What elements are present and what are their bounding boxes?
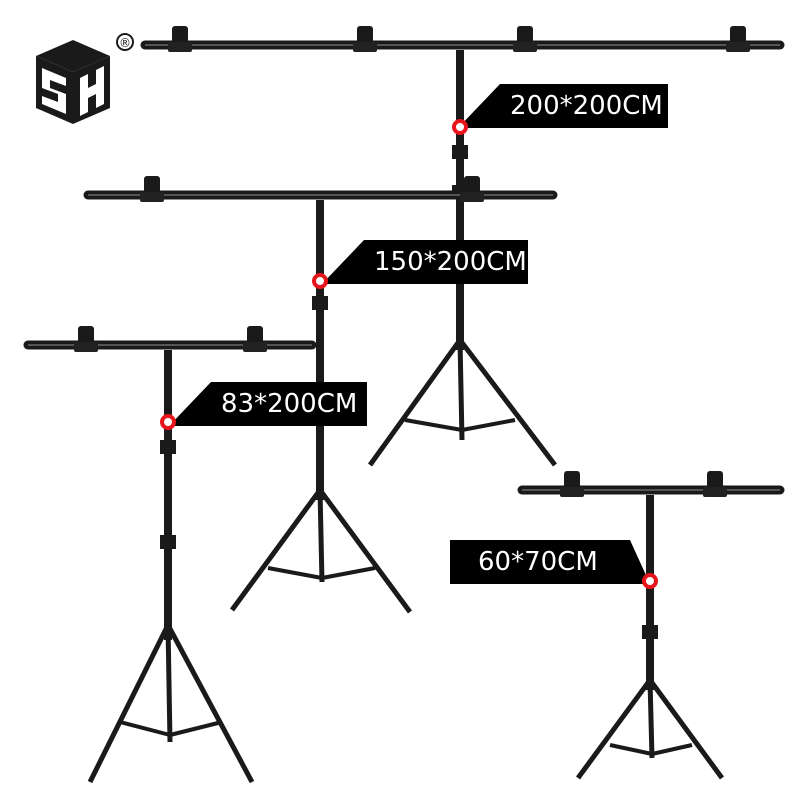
- backdrop-clip-icon: [560, 471, 584, 497]
- backdrop-clip-icon: [140, 176, 164, 202]
- brand-logo: ®: [36, 33, 134, 124]
- backdrop-clip-icon: [726, 26, 750, 52]
- backdrop-clip-icon: [703, 471, 727, 497]
- stand-60x70: [517, 485, 785, 780]
- backdrop-clip-icon: [74, 326, 98, 352]
- backdrop-clip-icon: [353, 26, 377, 52]
- trademark-symbol: ®: [119, 36, 131, 50]
- backdrop-clip-icon: [243, 326, 267, 352]
- backdrop-clip-icon: [513, 26, 537, 52]
- backdrop-clip-icon: [168, 26, 192, 52]
- size-label-200x200: 200*200CM: [458, 84, 668, 128]
- size-label-60x70: 60*70CM: [450, 540, 650, 584]
